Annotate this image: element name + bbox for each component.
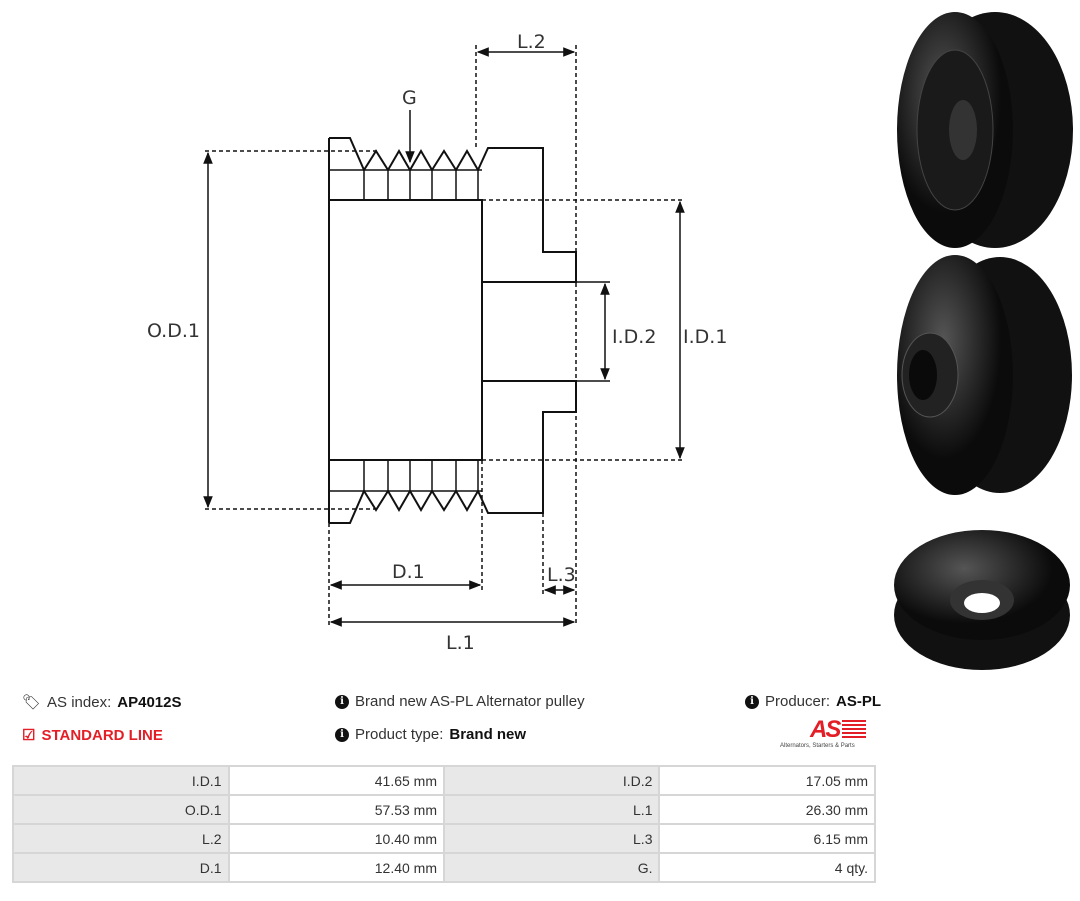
product-type-value: Brand new — [449, 726, 527, 743]
spec-value: 41.65 mm — [227, 765, 445, 796]
extension-lines — [205, 45, 685, 625]
as-index-label: AS index: — [47, 693, 112, 711]
description-text: Brand new AS-PL Alternator pulley — [355, 693, 585, 710]
logo-tagline: Alternators, Starters & Parts — [780, 743, 855, 749]
spec-label: I.D.2 — [442, 765, 661, 796]
logo-mark: AS — [810, 716, 841, 743]
as-index-value: AP4012S — [117, 693, 182, 711]
label-od1: O.D.1 — [147, 320, 200, 342]
spec-label: O.D.1 — [12, 794, 230, 825]
spec-label: I.D.1 — [12, 765, 230, 796]
label-l2: L.2 — [517, 31, 546, 53]
spec-value: 10.40 mm — [227, 823, 445, 854]
pulley-outline — [328, 137, 577, 524]
product-type: i Product type: Brand new — [335, 726, 526, 743]
producer-label: Producer: — [765, 693, 831, 710]
info-icon: i — [745, 694, 759, 709]
dimension-arrows — [203, 47, 685, 627]
label-d1: D.1 — [392, 561, 425, 583]
spec-value: 17.05 mm — [658, 765, 876, 796]
standard-line-label: STANDARD LINE — [41, 726, 163, 744]
photo-front — [897, 12, 1073, 248]
pulley-dimension-diagram: G L.2 O.D.1 I.D.1 I.D.2 D.1 L.3 L.1 — [147, 31, 727, 654]
producer-value: AS-PL — [836, 693, 882, 710]
as-pl-logo: AS Alternators, Starters & Parts — [780, 716, 880, 756]
spec-value: 26.30 mm — [658, 794, 876, 825]
standard-line-badge: ☑ STANDARD LINE — [22, 726, 163, 745]
as-index: 🏷 AS index: AP4012S — [22, 693, 182, 712]
info-icon: i — [335, 727, 349, 742]
spec-value: 12.40 mm — [227, 852, 445, 883]
label-id1: I.D.1 — [683, 326, 727, 348]
product-photos — [894, 12, 1073, 670]
spec-label: L.1 — [442, 794, 661, 825]
spec-value: 4 qty. — [658, 852, 876, 883]
label-l1: L.1 — [446, 632, 475, 654]
info-icon: i — [335, 694, 349, 709]
spec-label: L.2 — [12, 823, 230, 854]
label-g: G — [402, 87, 417, 109]
producer: i Producer: AS-PL — [745, 693, 881, 710]
product-type-label: Product type: — [355, 726, 444, 743]
check-square-icon: ☑ — [22, 727, 36, 744]
spec-label: D.1 — [12, 852, 230, 883]
label-id2: I.D.2 — [612, 326, 656, 348]
spec-value: 6.15 mm — [658, 823, 876, 854]
spec-label: G. — [442, 852, 661, 883]
photo-back — [894, 530, 1070, 670]
photo-side — [897, 255, 1072, 495]
description: i Brand new AS-PL Alternator pulley — [335, 693, 585, 710]
spec-value: 57.53 mm — [227, 794, 445, 825]
label-l3: L.3 — [547, 564, 576, 586]
tags-icon: 🏷 — [22, 694, 42, 711]
spec-label: L.3 — [442, 823, 661, 854]
